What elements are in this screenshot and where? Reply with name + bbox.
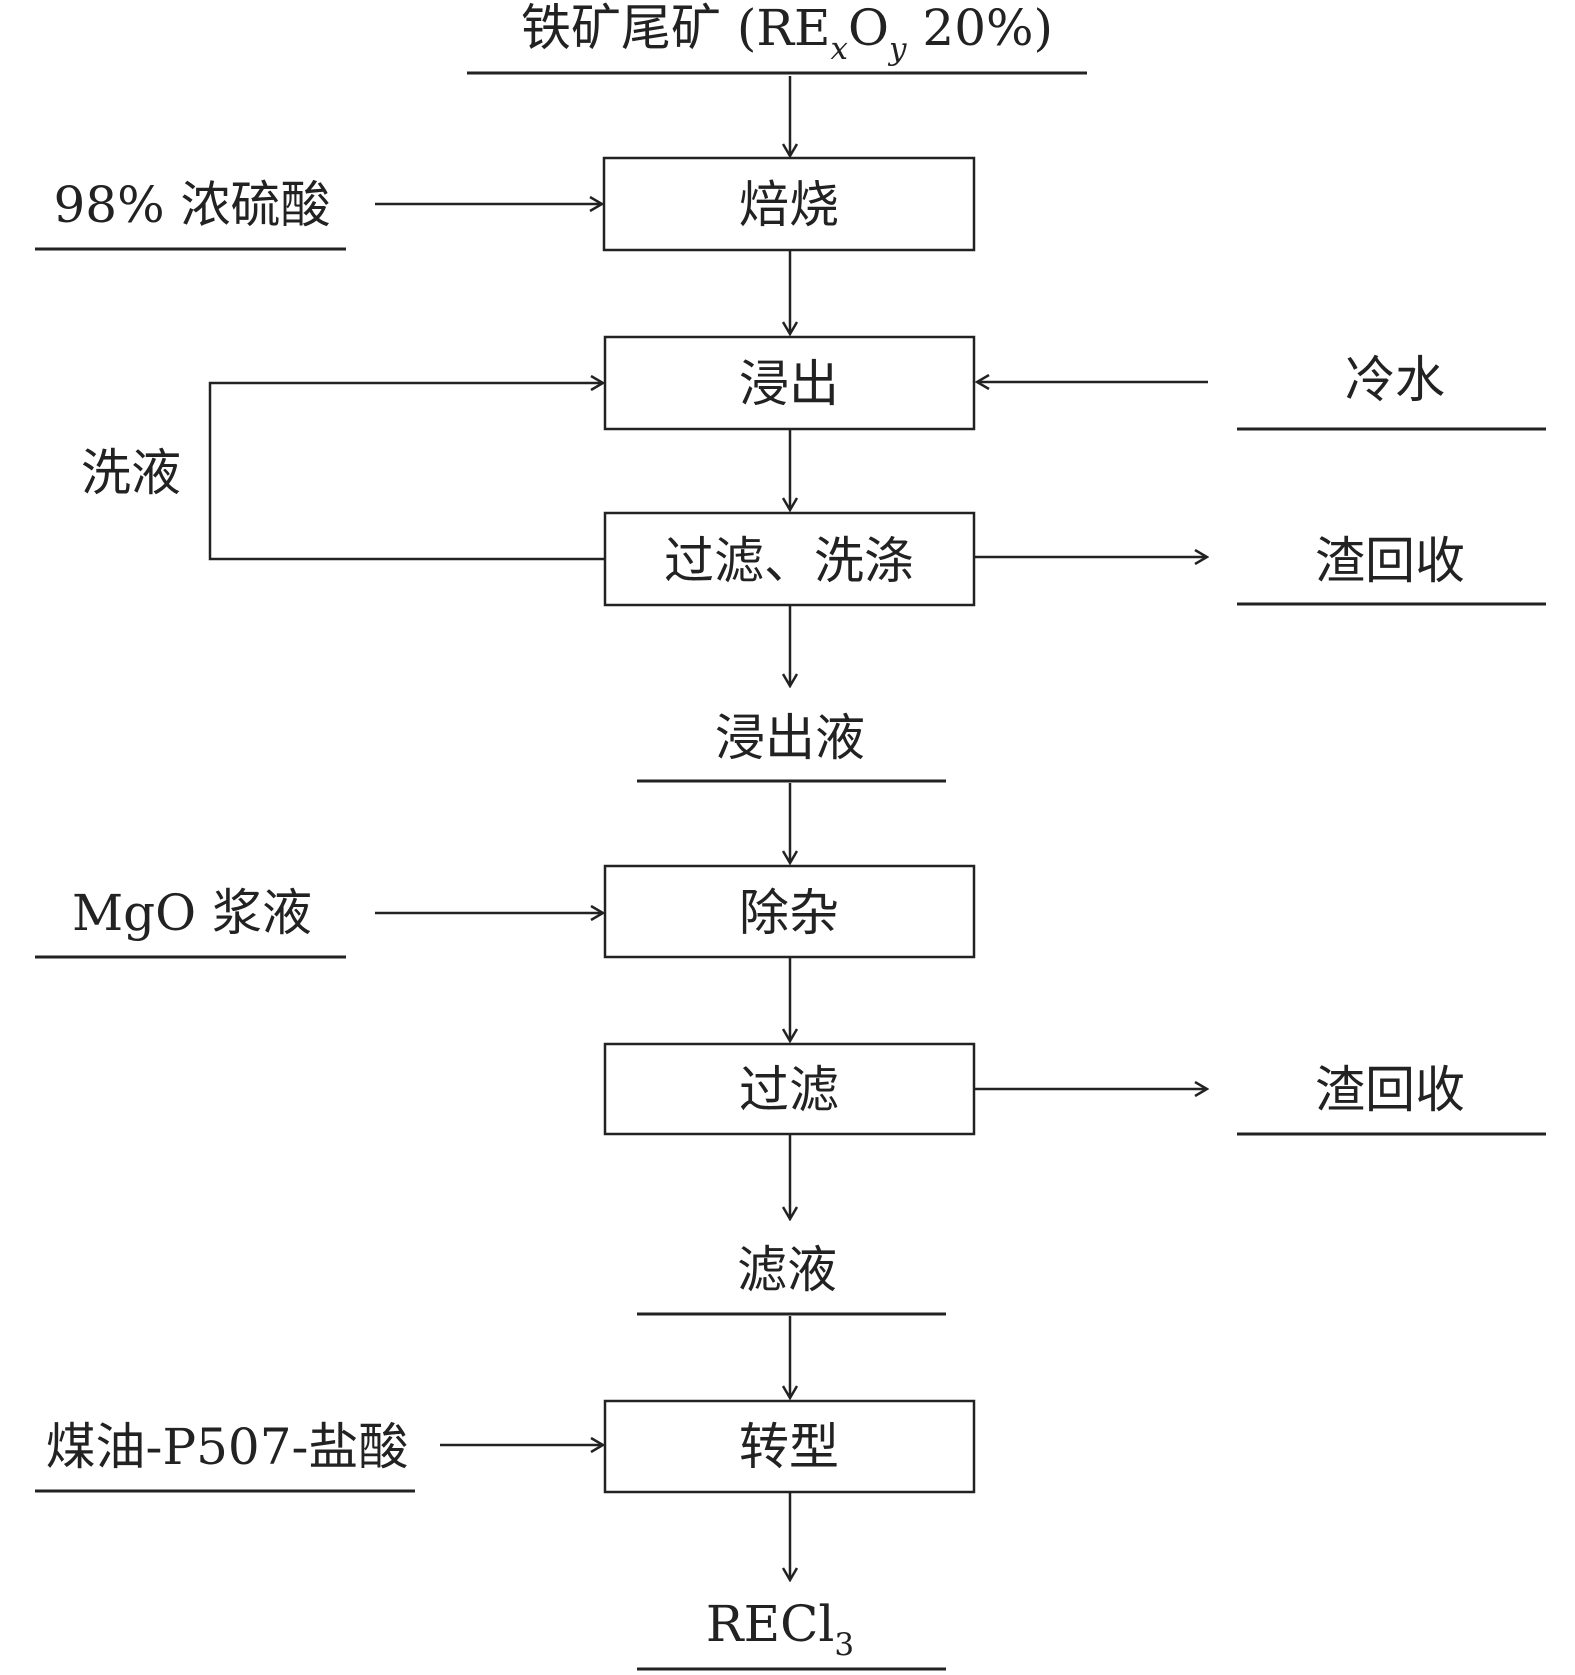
step-filter-wash-label: 过滤、洗涤 (664, 532, 914, 590)
step-filtering-box (603, 1042, 976, 1136)
wash-liquor-label: 洗液 (81, 444, 181, 502)
residue-recovery-1-label: 渣回收 (1315, 532, 1465, 590)
wash-liquor-recycle-line (208, 383, 605, 561)
filtrate-label: 滤液 (737, 1241, 837, 1299)
step-leaching-label: 浸出 (739, 355, 839, 413)
step-conversion-label: 转型 (739, 1418, 839, 1476)
product-recl3-label: RECl3 (706, 1595, 854, 1663)
cold-water-label: 冷水 (1345, 351, 1445, 409)
leachate-label: 浸出液 (715, 709, 865, 767)
step-filtering-label: 过滤 (739, 1061, 839, 1119)
mgo-slurry-label: MgO 浆液 (72, 884, 312, 942)
tailings-label: 铁矿尾矿 (RExOy 20%) (521, 0, 1053, 67)
step-roasting-label: 焙烧 (739, 176, 839, 234)
kerosene-p507-hcl-label: 煤油-P507-盐酸 (46, 1418, 409, 1476)
sulfuric-acid-label: 98% 浓硫酸 (53, 176, 330, 234)
step-filter-wash-box (603, 511, 976, 607)
step-impurity-removal-label: 除杂 (739, 884, 839, 942)
residue-recovery-2-label: 渣回收 (1315, 1061, 1465, 1119)
step-roasting-box (602, 156, 976, 252)
